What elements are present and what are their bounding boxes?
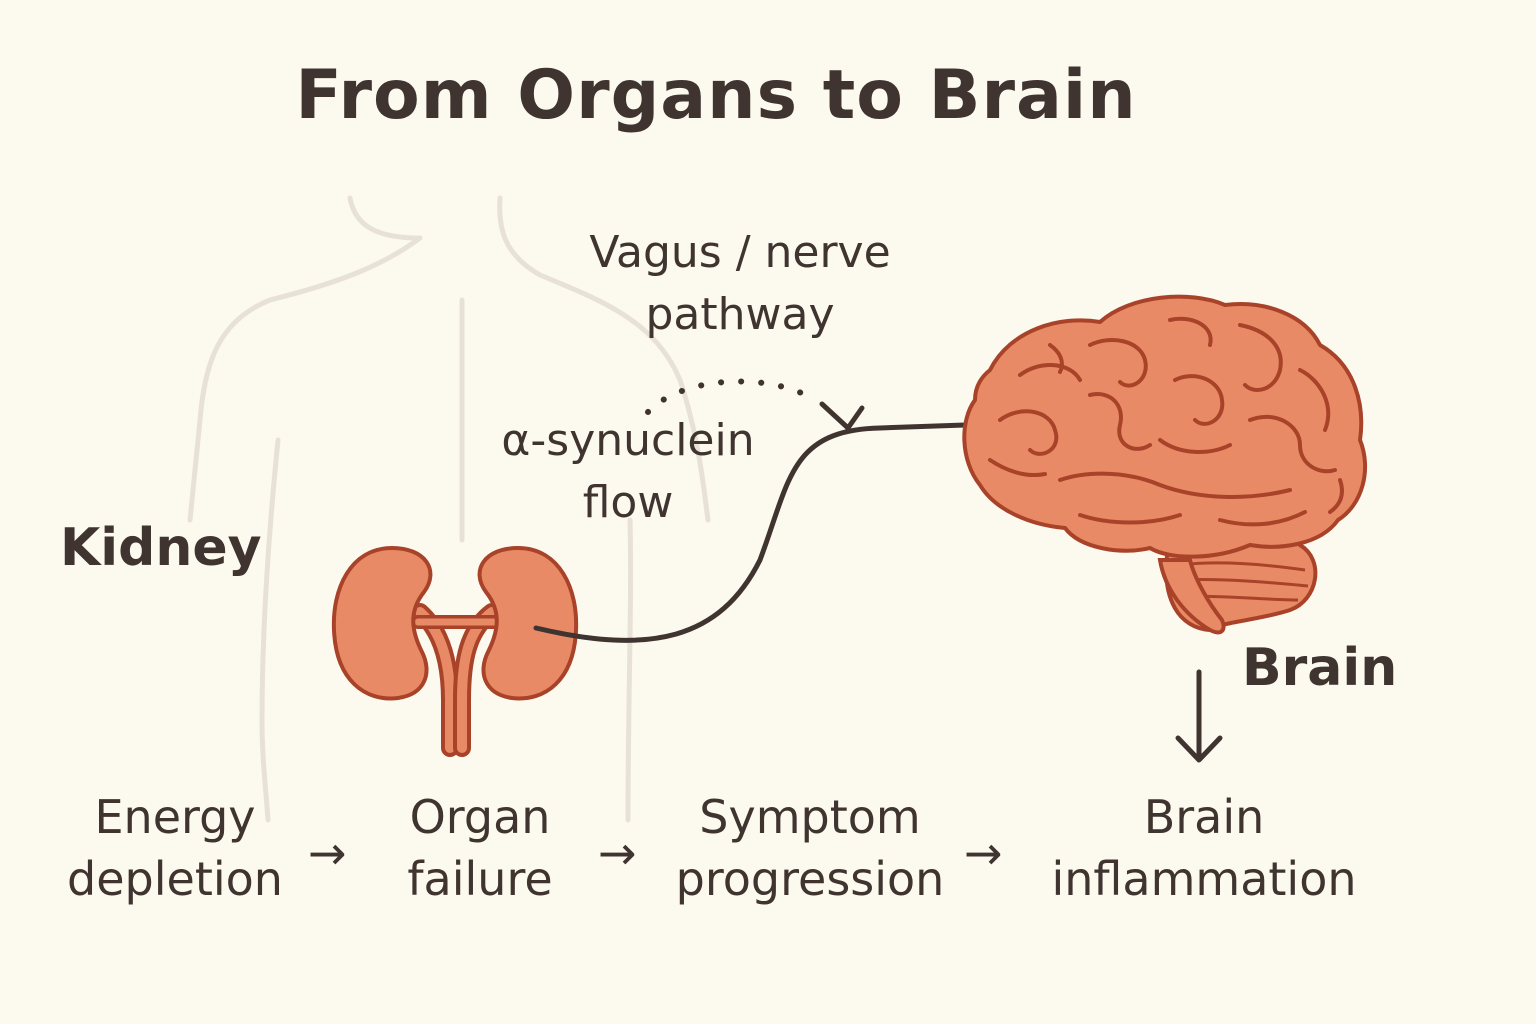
step-arrow-3: → xyxy=(964,826,1003,880)
kidney-label: Kidney xyxy=(60,518,262,578)
vagus-line-2: pathway xyxy=(645,289,835,340)
step-line-1: Organ xyxy=(409,790,551,844)
synuclein-line-2: flow xyxy=(582,477,674,528)
diagram-title: From Organs to Brain xyxy=(295,56,1137,135)
cerebrum xyxy=(962,294,1368,559)
synuclein-flow-dots xyxy=(645,378,811,415)
synuclein-flow-arrowhead xyxy=(819,401,865,431)
brainstem xyxy=(1157,558,1226,635)
brain-label: Brain xyxy=(1242,638,1398,698)
step-symptom-progression: Symptom progression xyxy=(660,786,960,910)
step-arrow-1: → xyxy=(308,826,347,880)
step-organ-failure: Organ failure xyxy=(380,786,580,910)
vagus-pathway-label: Vagus / nerve pathway xyxy=(560,222,920,346)
step-line-1: Energy xyxy=(94,790,256,844)
step-arrow-2: → xyxy=(598,826,637,880)
step-line-2: inflammation xyxy=(1051,852,1357,906)
step-line-1: Symptom xyxy=(699,790,921,844)
brain-down-arrow xyxy=(1175,669,1223,763)
left-kidney xyxy=(331,545,433,701)
step-brain-inflammation: Brain inflammation xyxy=(1034,786,1374,910)
step-energy-depletion: Energy depletion xyxy=(50,786,300,910)
brain-illustration xyxy=(962,294,1368,635)
synuclein-line-1: α-synuclein xyxy=(501,415,755,466)
synuclein-flow-label: α-synuclein flow xyxy=(470,410,786,534)
step-line-2: failure xyxy=(407,852,553,906)
vagus-line-1: Vagus / nerve xyxy=(589,227,891,278)
kidney-illustration xyxy=(331,545,579,757)
body-silhouette xyxy=(187,195,711,823)
step-line-2: depletion xyxy=(67,852,283,906)
right-kidney xyxy=(477,545,579,701)
nerve-pathway-line xyxy=(533,422,968,643)
step-line-2: progression xyxy=(675,852,945,906)
step-line-1: Brain xyxy=(1143,790,1265,844)
